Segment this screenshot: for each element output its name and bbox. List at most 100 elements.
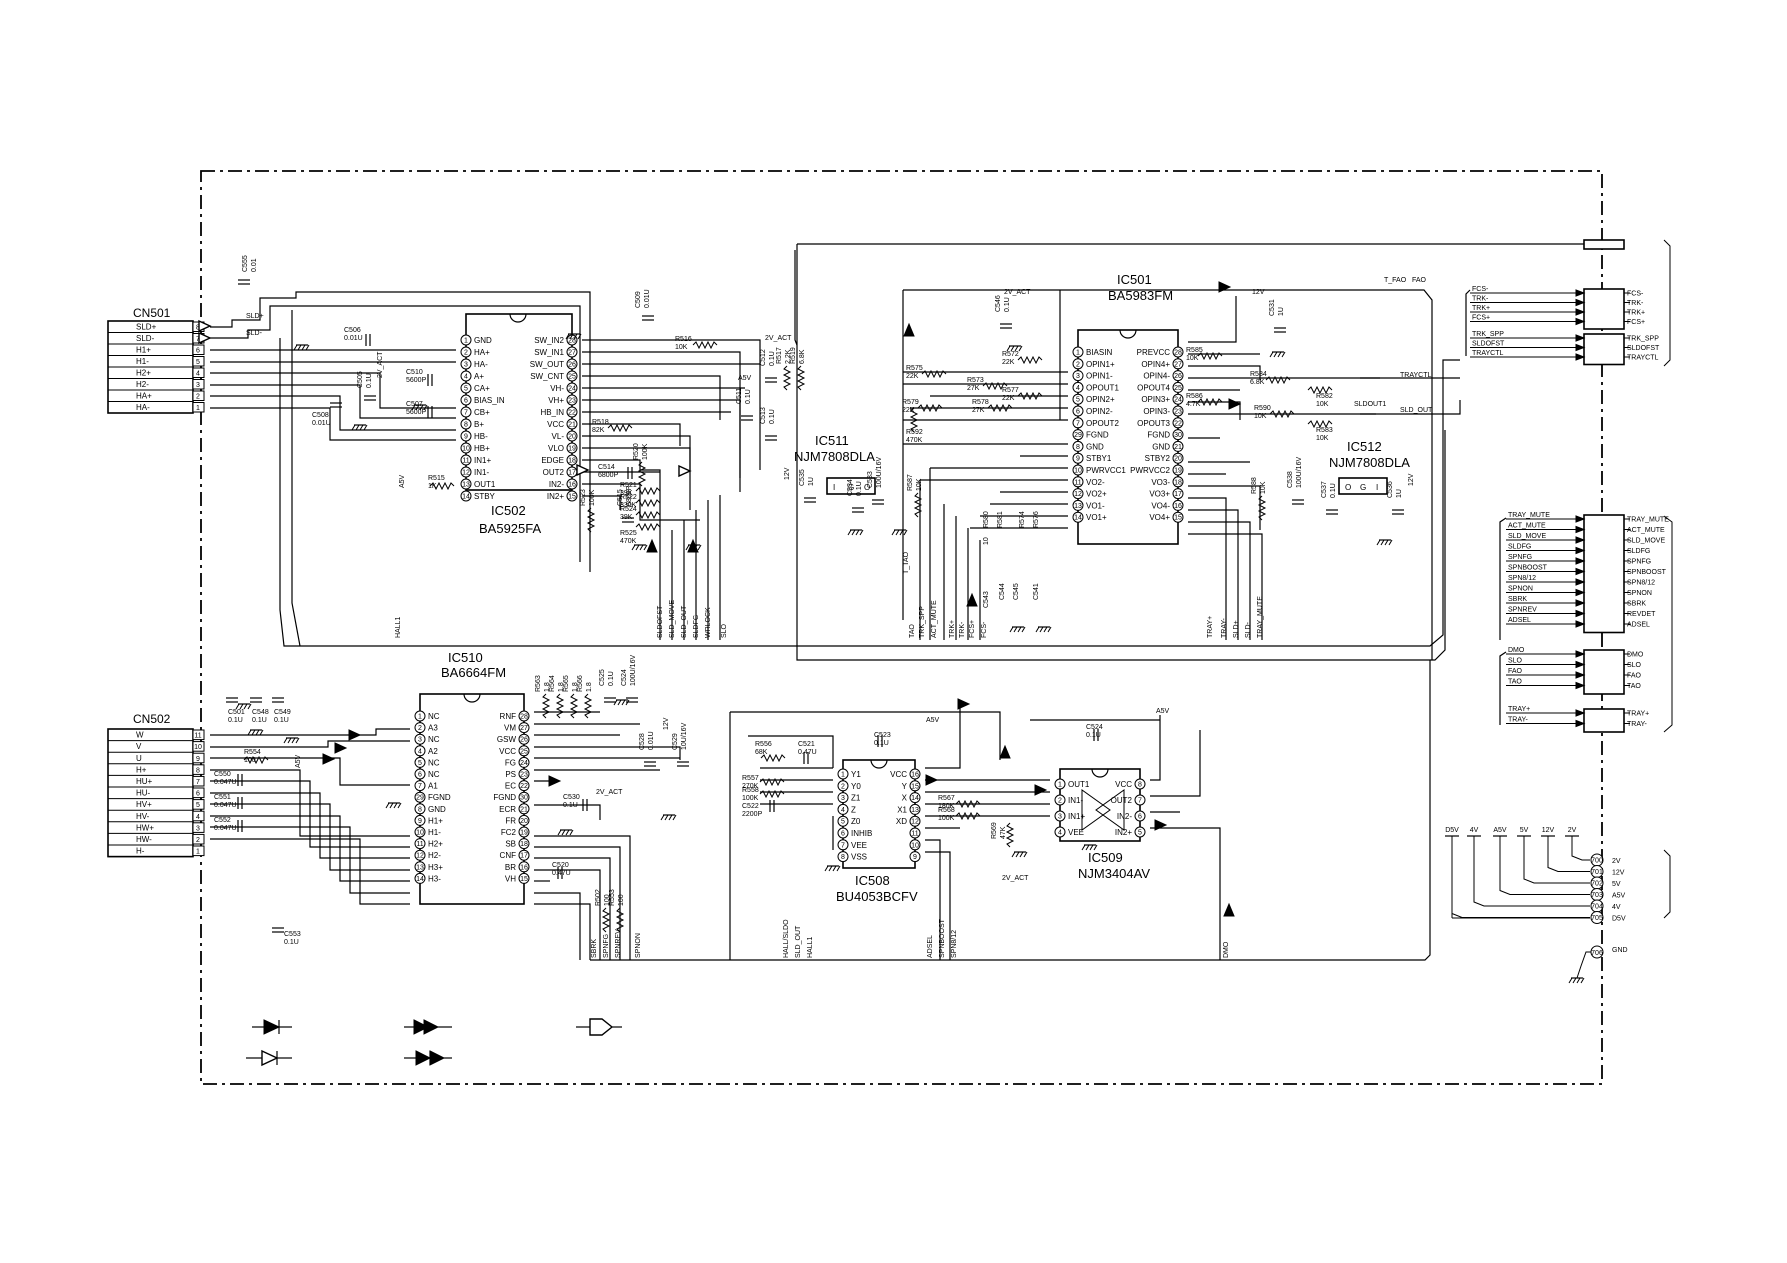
cn502-row-label: HU- — [136, 789, 151, 798]
signal-arrow-icon — [678, 464, 692, 478]
ic501-pin-num: 13 — [1074, 503, 1082, 510]
ic501-pin-name: OPOUT4 — [1137, 383, 1170, 392]
r586-ref: R586 — [1186, 393, 1203, 400]
ic510-pin-num: 28 — [520, 714, 528, 721]
ic508-pin-name: X — [902, 794, 908, 803]
tao-label: T_TAO — [903, 551, 910, 574]
ic510-pin-num: 7 — [418, 783, 422, 790]
r576-ref: R576 — [1033, 511, 1040, 528]
ic502-ref: IC502 — [491, 503, 526, 518]
ic501-pin-num: 6 — [1076, 409, 1080, 416]
rail-label: 4V — [1470, 827, 1479, 834]
c548-ref: C548 — [252, 709, 269, 716]
ic501-pin-name: OPIN2+ — [1086, 395, 1115, 404]
ic502-pin-num: 24 — [568, 386, 576, 393]
cn501-title: CN501 — [133, 306, 171, 320]
bus-out-label: TRK- — [1627, 300, 1644, 307]
net-label-spnon: SPNON — [635, 933, 642, 958]
ground-icon — [824, 865, 841, 872]
ic501-pin-name: VO4+ — [1149, 513, 1170, 522]
ic508-pin-name: Y — [902, 782, 908, 791]
ic502-pin-name: OUT2 — [543, 468, 565, 477]
bus-out-label: DMO — [1627, 652, 1644, 659]
v2act-label-5: 2V_ACT — [1002, 875, 1029, 882]
c515-ref: C515 — [617, 489, 624, 506]
power-pin-num: 705 — [1591, 915, 1603, 922]
ic508-pin-num: 13 — [911, 807, 919, 814]
a5v-label-1: A5V — [399, 474, 406, 488]
c522-value: 2200P — [742, 811, 763, 818]
net-label-tao: TAO — [909, 624, 916, 638]
ic511-pin-i: I — [833, 483, 835, 492]
r518-value: 82K — [592, 427, 605, 434]
ic510-pin-name: ECR — [499, 805, 516, 814]
ic502-pin-name: GND — [474, 336, 492, 345]
c535-ref: C535 — [799, 469, 806, 486]
c523-value: 0.1U — [874, 740, 889, 747]
ic501-pin-name: VO2+ — [1086, 490, 1107, 499]
ic510-pin-name: A2 — [428, 747, 438, 756]
bus-in-label: FCS- — [1472, 286, 1489, 293]
ic508-part: BU4053BCFV — [836, 889, 918, 904]
r554-ref: R554 — [244, 749, 261, 756]
c541-ref: C541 — [1033, 583, 1040, 600]
cn502-row-pin: 3 — [196, 825, 200, 832]
board-frame — [200, 170, 1603, 1085]
sldout1-label: SLDOUT1 — [1354, 401, 1386, 408]
bus-out-label: SLDFG — [1627, 548, 1650, 555]
net-label-wrlock: WRLOCK — [705, 607, 712, 638]
r523-symbol — [587, 507, 595, 533]
ic502-pin-name: HB- — [474, 432, 488, 441]
bus-in-label: SLDOFST — [1472, 341, 1505, 348]
ic509-pin-num: 3 — [1058, 814, 1062, 821]
r563-ref: R563 — [535, 675, 542, 692]
c534-value: 0.1U — [856, 481, 863, 496]
c515-value: 6800P — [626, 485, 633, 506]
net-label-sldofst: SLDOFST — [657, 605, 664, 638]
ic501-pin-num: 25 — [1174, 385, 1182, 392]
ground-icon — [660, 814, 677, 821]
c501-symbol — [225, 697, 239, 703]
r502-symbol — [602, 907, 610, 933]
ic510-pin-num: 24 — [520, 760, 528, 767]
net-label-spn812: SPN8/12 — [951, 930, 958, 958]
bus-in-label: SLO — [1508, 658, 1523, 665]
cn501-row-pin: 5 — [196, 359, 200, 366]
ic502-pin-name: CA+ — [474, 384, 490, 393]
v2act-label-2: 2V_ACT — [765, 335, 792, 342]
ic501-pin-num: 16 — [1174, 503, 1182, 510]
bus-in-label: ACT_MUTE — [1508, 523, 1546, 530]
ic510-pin-num: 18 — [520, 841, 528, 848]
ic502-pin-num: 3 — [464, 362, 468, 369]
ic502-pin-num: 21 — [568, 422, 576, 429]
r554-value: 100 — [244, 757, 256, 764]
power-pin-label: 2V — [1612, 858, 1621, 865]
c552-ref: C552 — [214, 817, 231, 824]
c555-value: 0.01 — [251, 258, 258, 272]
c538-value: 100U/16V — [1296, 457, 1303, 488]
ic501-part: BA5983FM — [1108, 288, 1173, 303]
ic501-pin-num: 7 — [1076, 420, 1080, 427]
c546-ref: C546 — [995, 295, 1002, 312]
net-label-trkspp: TRK_SPP — [919, 606, 926, 638]
ic501-pin-name: PWRVCC1 — [1086, 466, 1126, 475]
r575-ref: R575 — [906, 365, 923, 372]
ic501-pin-num: 19 — [1174, 468, 1182, 475]
cn502-row-label: H- — [136, 847, 145, 856]
ic501-pin-name: GND — [1152, 442, 1170, 451]
ic510-pin-num: 9 — [418, 818, 422, 825]
c510-symbol — [427, 373, 433, 387]
ic501-pin-name: OPIN2- — [1086, 407, 1113, 416]
ic510-pin-num: 25 — [520, 748, 528, 755]
ic510-pin-num: 12 — [416, 853, 424, 860]
ic508-pin-name: Z — [851, 805, 856, 814]
c506-value: 0.01U — [344, 335, 363, 342]
sld-minus-label: SLD- — [246, 330, 263, 337]
c534-symbol — [851, 507, 865, 513]
cn502-row-label: H+ — [136, 765, 147, 774]
ic510-pin-num: 10 — [416, 830, 424, 837]
ic510-pin-num: 26 — [520, 737, 528, 744]
